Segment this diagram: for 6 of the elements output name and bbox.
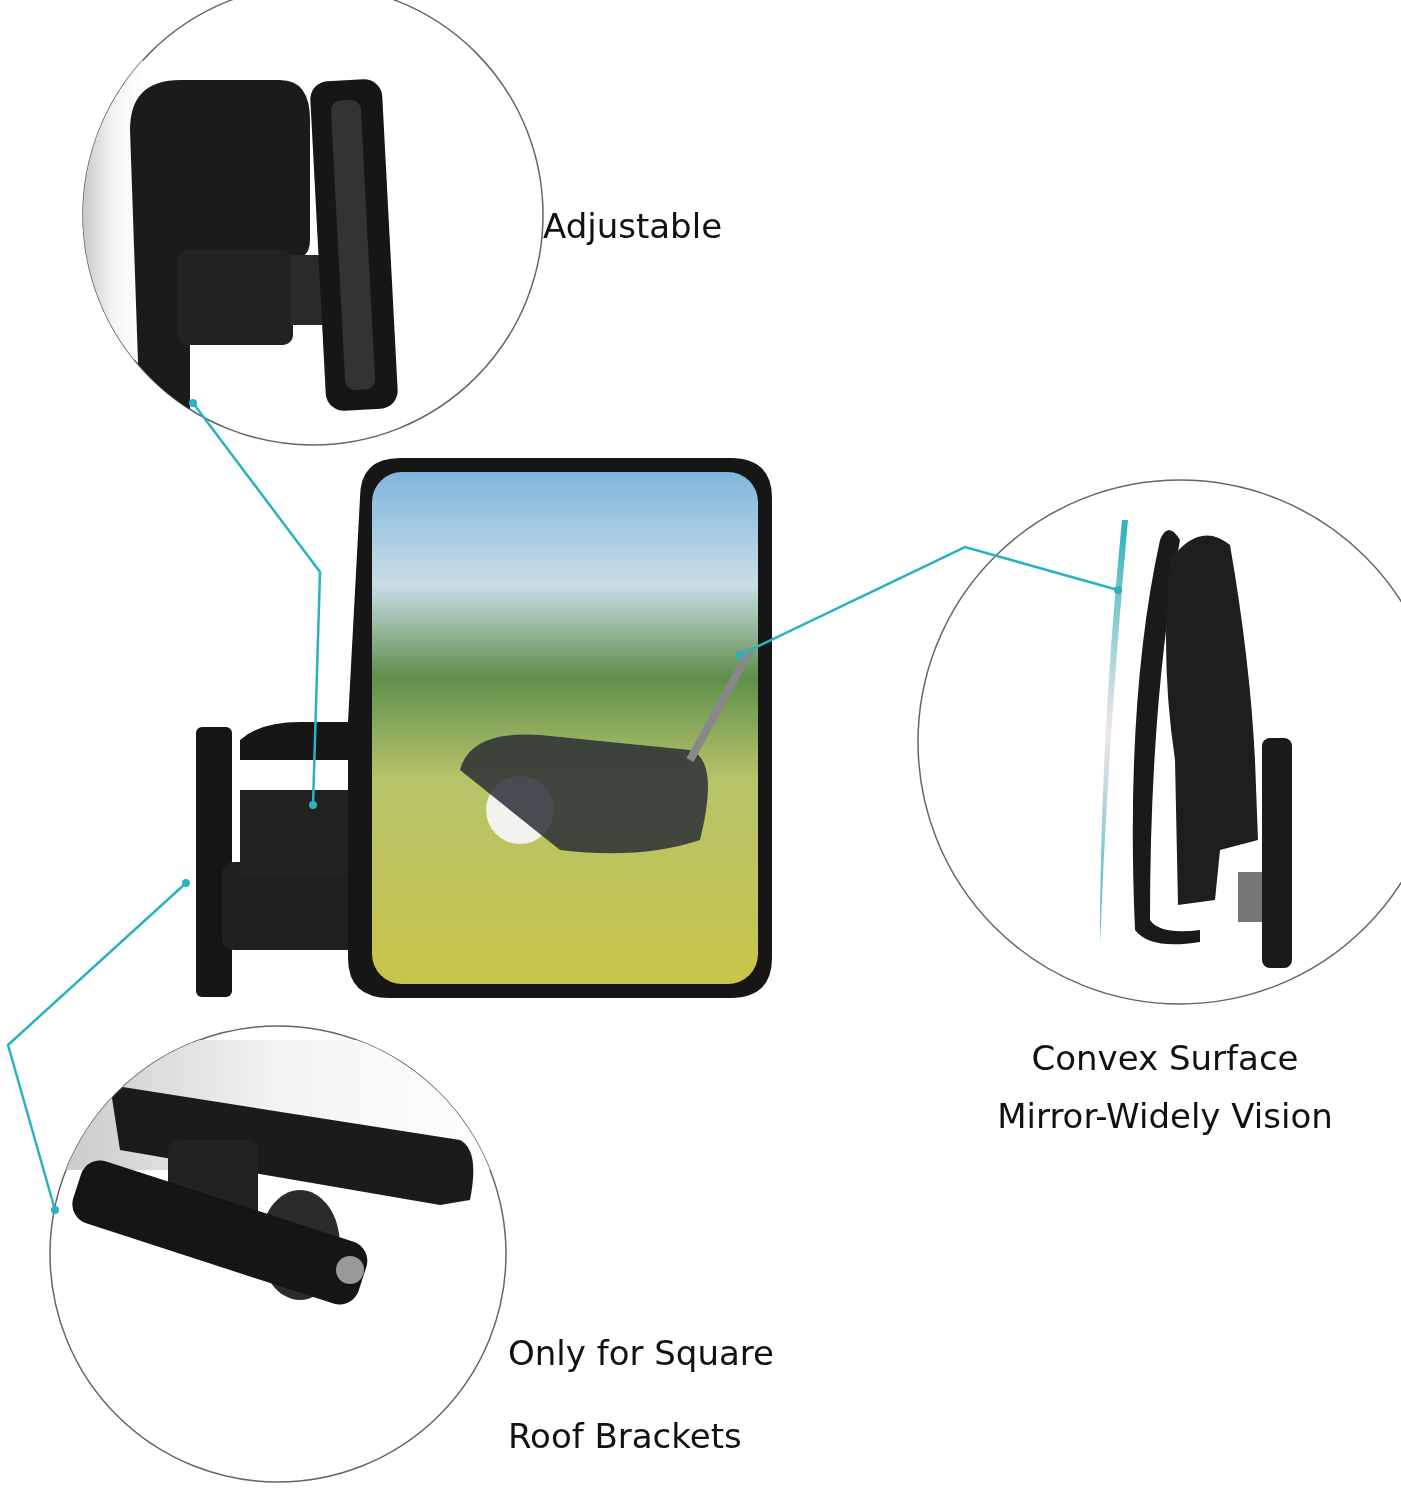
leader-line (6, 879, 190, 1214)
leader-line (189, 399, 322, 809)
callout-text: Only for Square Roof Brackets (508, 1332, 775, 1459)
leader-line (736, 545, 1122, 659)
callout-text: Adjustable (543, 205, 724, 248)
callout-text: Convex Surface Mirror-Widely Vision (996, 1037, 1334, 1138)
